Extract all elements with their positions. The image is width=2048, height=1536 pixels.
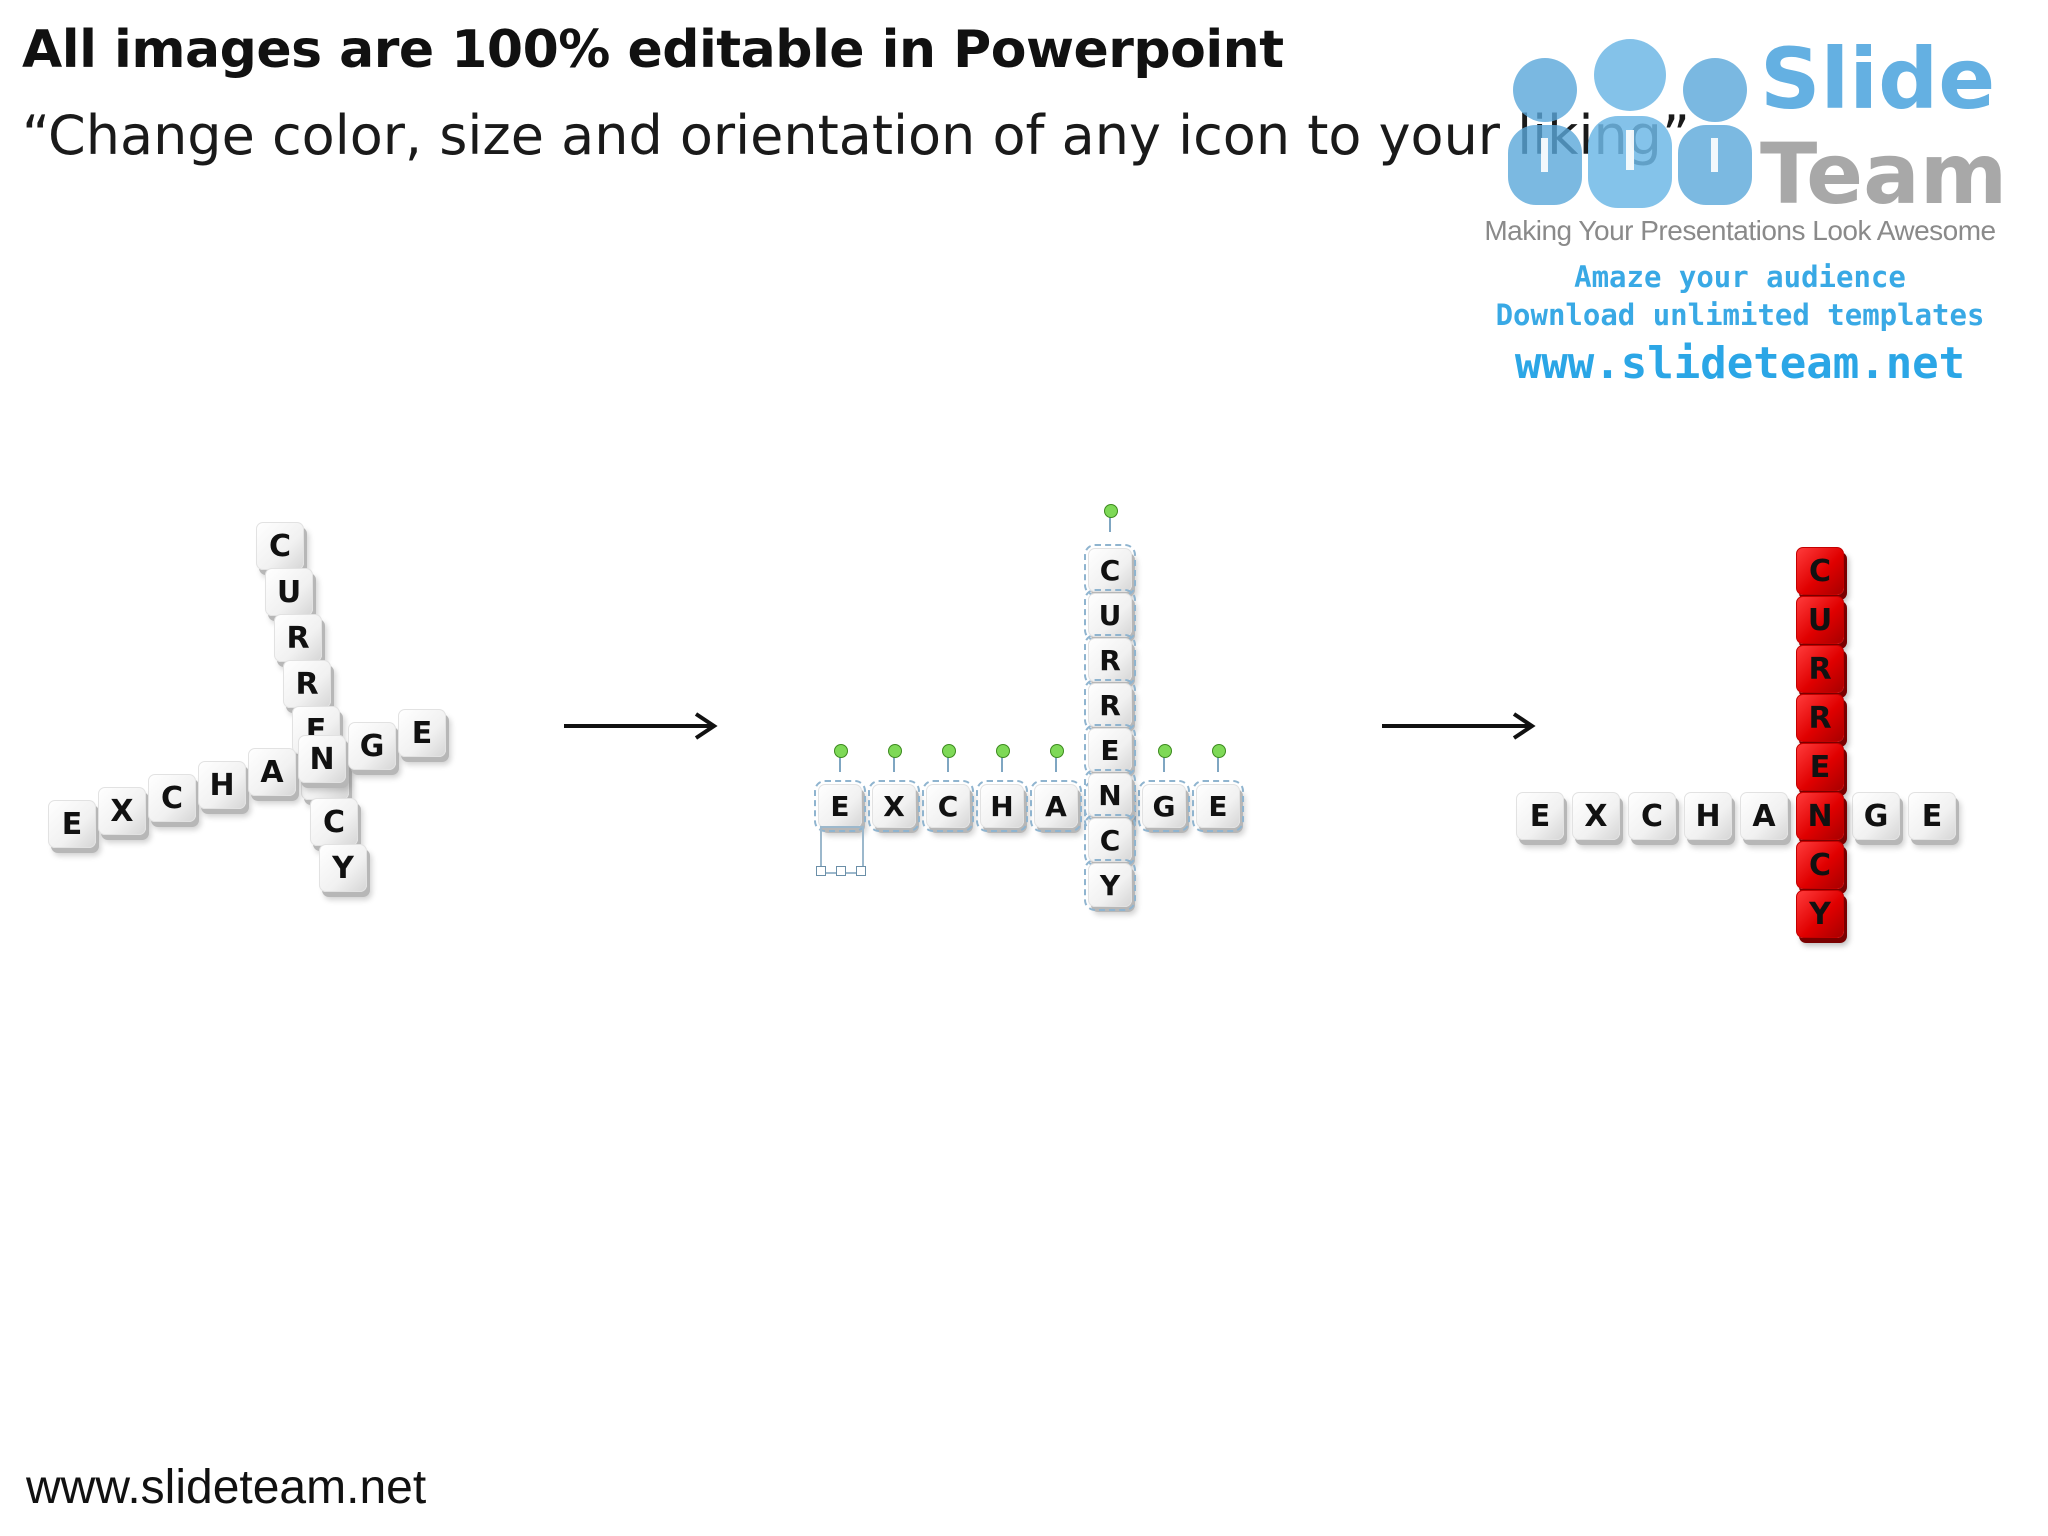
letter-tile: E [1908, 792, 1956, 840]
letter-tile: C [1796, 547, 1844, 595]
rotation-handle-stem [1055, 756, 1057, 772]
rotation-handle-stem [893, 756, 895, 772]
letter-tile: Y [1084, 859, 1136, 911]
letter-tile: H [1684, 792, 1732, 840]
logo-line-amaze: Amaze your audience [1574, 260, 1906, 294]
letter-tile: R [1796, 645, 1844, 693]
rotation-handle[interactable] [942, 744, 956, 758]
logo-word-team: Team [1760, 125, 2008, 223]
logo-url: www.slideteam.net [1514, 338, 1966, 389]
logo-word-slide: Slide [1760, 30, 1996, 128]
rotation-handle[interactable] [888, 744, 902, 758]
letter-tile: E [814, 780, 866, 832]
letter-tile: Y [319, 844, 367, 892]
letter-tile: R [1796, 694, 1844, 742]
letter-tile: G [1138, 780, 1190, 832]
letter-tile: C [922, 780, 974, 832]
letter-tile: G [348, 722, 396, 770]
rotation-handle-stem [839, 756, 841, 772]
letter-tile: A [248, 748, 296, 796]
letter-tile: N [1796, 792, 1844, 840]
slideteam-logo: Slide Team Making Your Presentations Loo… [1460, 20, 2020, 389]
rotation-handle[interactable] [996, 744, 1010, 758]
letter-tile: E [1516, 792, 1564, 840]
letter-tile: R [1084, 679, 1136, 731]
letter-tile: C [1796, 841, 1844, 889]
selection-handle[interactable] [856, 866, 866, 876]
letter-tile: G [1852, 792, 1900, 840]
slide-subtitle: “Change color, size and orientation of a… [22, 104, 1690, 167]
rotation-handle[interactable] [1212, 744, 1226, 758]
letter-tile: A [1030, 780, 1082, 832]
rotation-handle-stem [1217, 756, 1219, 772]
letter-tile: A [1740, 792, 1788, 840]
letter-tile: C [1628, 792, 1676, 840]
letter-tile: X [98, 787, 146, 835]
letter-tile: H [976, 780, 1028, 832]
rotation-handle[interactable] [834, 744, 848, 758]
logo-line-download: Download unlimited templates [1495, 298, 1985, 332]
letter-tile: X [1572, 792, 1620, 840]
letter-tile: U [1084, 589, 1136, 641]
letter-tile: E [398, 709, 446, 757]
letter-tile: N [1084, 769, 1136, 821]
letter-tile: E [1084, 724, 1136, 776]
letter-tile: E [1796, 743, 1844, 791]
letter-tile: U [265, 568, 313, 616]
letter-tile: N [298, 735, 346, 783]
rotation-handle-stem [1163, 756, 1165, 772]
letter-tile: C [1084, 814, 1136, 866]
letter-tile: E [1192, 780, 1244, 832]
letter-tile: U [1796, 596, 1844, 644]
arrow-right-icon [564, 712, 718, 740]
selection-handle[interactable] [816, 866, 826, 876]
letter-tile: R [283, 660, 331, 708]
rotation-handle[interactable] [1104, 504, 1118, 518]
footer-url[interactable]: www.slideteam.net [26, 1461, 427, 1514]
letter-tile: R [1084, 634, 1136, 686]
letter-tile: C [148, 774, 196, 822]
rotation-handle[interactable] [1050, 744, 1064, 758]
arrow-right-icon [1382, 712, 1536, 740]
letter-tile: H [198, 761, 246, 809]
rotation-handle-stem [1001, 756, 1003, 772]
slide-title: All images are 100% editable in Powerpoi… [22, 20, 1284, 80]
letter-tile: X [868, 780, 920, 832]
logo-tagline: Making Your Presentations Look Awesome [1484, 215, 1996, 246]
people-logo-icon [1508, 39, 1752, 208]
rotation-handle-stem [1109, 516, 1111, 532]
letter-tile: C [256, 522, 304, 570]
letter-tile: Y [1796, 890, 1844, 938]
letter-tile: E [48, 800, 96, 848]
rotation-handle-stem [947, 756, 949, 772]
letter-tile: C [310, 798, 358, 846]
rotation-handle[interactable] [1158, 744, 1172, 758]
selection-handle[interactable] [836, 866, 846, 876]
letter-tile: C [1084, 544, 1136, 596]
